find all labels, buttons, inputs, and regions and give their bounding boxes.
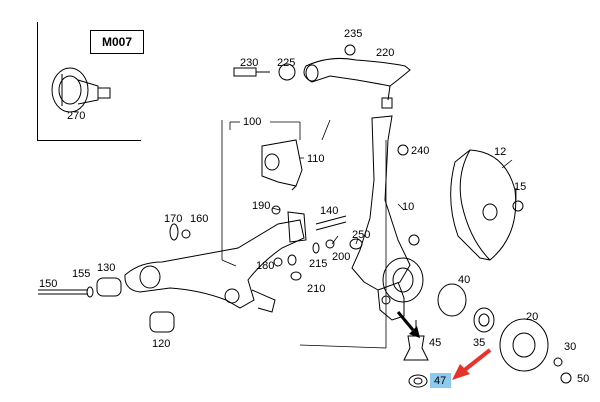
label-225: 225 — [277, 57, 296, 69]
label-110: 110 — [307, 153, 325, 165]
label-100: 100 — [243, 116, 262, 128]
hub-drawing — [382, 257, 572, 384]
label-130: 130 — [97, 262, 116, 274]
label-215: 215 — [309, 258, 328, 270]
lower-left-bolts-drawing — [38, 144, 409, 333]
label-10: 10 — [402, 201, 415, 213]
label-200: 200 — [332, 251, 351, 263]
dust-shield-drawing — [450, 149, 524, 261]
label-50: 50 — [577, 373, 590, 385]
label-160: 160 — [190, 213, 209, 225]
inset-box — [37, 22, 141, 141]
leader-lines — [221, 119, 517, 349]
label-240: 240 — [411, 145, 430, 157]
label-140: 140 — [320, 205, 339, 217]
mount-110-drawing — [261, 139, 303, 191]
label-235: 235 — [344, 28, 363, 40]
label-12: 12 — [494, 146, 507, 158]
label-120: 120 — [152, 338, 171, 350]
label-270: 270 — [67, 110, 86, 122]
red-arrow — [452, 348, 492, 380]
upper-arm-drawing — [233, 44, 411, 109]
highlight-47 — [430, 373, 451, 388]
label-180: 180 — [256, 260, 275, 272]
black-arrow — [396, 311, 420, 338]
label-250: 250 — [352, 229, 371, 241]
label-190: 190 — [252, 200, 271, 212]
label-170: 170 — [164, 213, 183, 225]
label-45: 45 — [429, 337, 442, 349]
label-220: 220 — [376, 47, 395, 59]
label-230: 230 — [240, 57, 259, 69]
model-code: M007 — [90, 30, 144, 54]
label-155: 155 — [72, 268, 91, 280]
cv-joint-drawing — [51, 67, 111, 113]
label-47: 47 — [434, 375, 447, 387]
label-40: 40 — [458, 274, 471, 286]
label-150: 150 — [39, 278, 58, 290]
label-35: 35 — [473, 337, 486, 349]
lower-arm-drawing — [124, 211, 307, 313]
label-20: 20 — [526, 311, 539, 323]
label-15: 15 — [514, 181, 527, 193]
label-30: 30 — [564, 341, 577, 353]
label-210: 210 — [307, 283, 326, 295]
